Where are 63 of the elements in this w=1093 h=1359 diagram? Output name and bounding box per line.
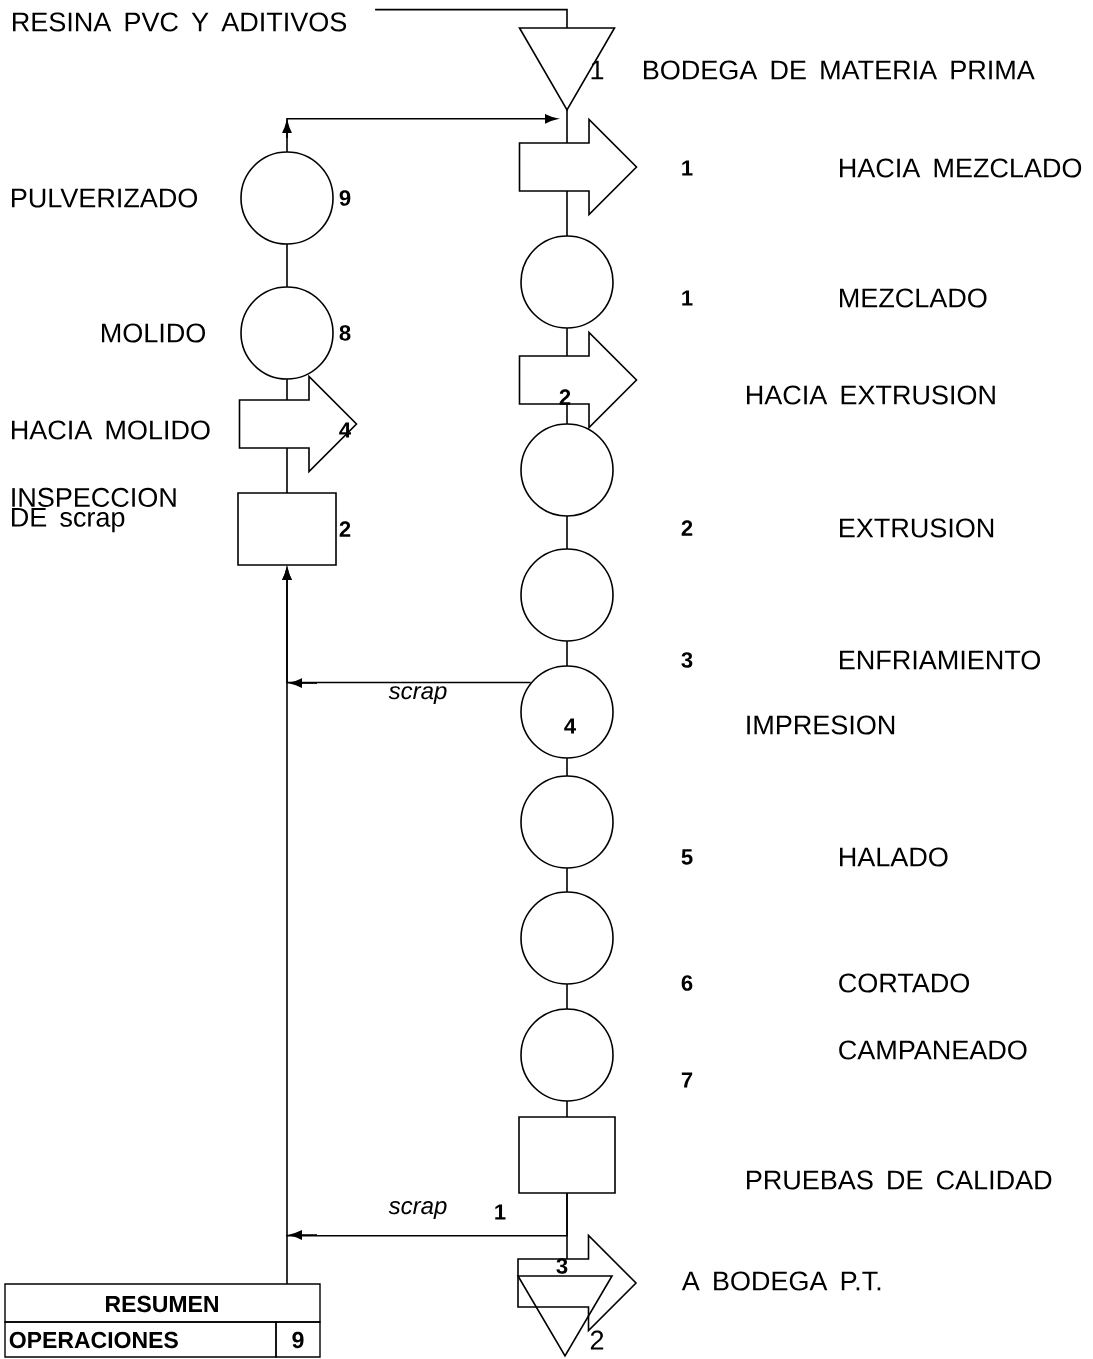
connector-line — [566, 190, 568, 237]
step-number: 8 — [339, 325, 351, 341]
step-label: ENFRIAMIENTO — [840, 650, 1041, 670]
step-label: HACIA EXTRUSION — [747, 385, 995, 405]
transport-symbol — [518, 117, 638, 217]
arrow — [282, 567, 568, 1240]
edge-label: scrap — [388, 1201, 447, 1219]
inspection-square — [237, 492, 337, 566]
connector-line — [566, 327, 568, 357]
connector-line — [566, 515, 568, 550]
input-label: RESINA PVC Y ADITIVOS — [13, 12, 347, 32]
step-number: 2 — [590, 1330, 604, 1350]
step-label: HACIA MEZCLADO — [840, 158, 1082, 178]
operation-circle — [240, 151, 334, 245]
connector-line — [566, 1192, 568, 1260]
connector-line — [286, 447, 288, 494]
edge-label: scrap — [388, 686, 447, 705]
connector-line — [374, 8, 568, 29]
step-number: 7 — [681, 1072, 693, 1088]
operation-circle — [520, 1008, 614, 1102]
step-label: MEZCLADO — [840, 288, 987, 308]
operation-circle — [520, 775, 614, 869]
operation-circle — [520, 423, 614, 517]
step-label: INSPECCION DE scrap — [12, 487, 176, 533]
connector-line — [566, 640, 568, 667]
operation-circle — [240, 286, 334, 380]
connector-line — [566, 109, 568, 144]
step-label: CAMPANEADO — [839, 1040, 1027, 1060]
step-label: CORTADO — [839, 973, 970, 993]
step-number: 6 — [681, 975, 693, 991]
connector-line — [286, 243, 288, 288]
step-label: HACIA MOLIDO — [12, 420, 210, 440]
connector-line — [566, 757, 568, 777]
operation-circle — [520, 891, 614, 985]
table-cell: 9 — [275, 1321, 321, 1358]
step-number: 2 — [339, 521, 351, 537]
step-label: IMPRESION — [747, 715, 895, 735]
connector-line — [566, 867, 568, 893]
step-number: 2 — [681, 520, 693, 536]
inspection-square — [518, 1116, 616, 1194]
step-number: 1 — [591, 60, 604, 80]
step-label: PULVERIZADO — [12, 188, 198, 208]
connector-line — [566, 1100, 568, 1118]
step-number: 1 — [682, 290, 693, 306]
step-label: EXTRUSION — [840, 518, 994, 538]
arrow — [282, 114, 558, 153]
step-number: 9 — [339, 190, 351, 206]
step-number: 1 — [682, 160, 693, 176]
step-label: PRUEBAS DE CALIDAD — [747, 1170, 1052, 1190]
table-cell: OPERACIONES — [4, 1321, 277, 1358]
connector-line — [566, 403, 568, 425]
step-number: 5 — [681, 849, 693, 865]
step-label: BODEGA DE MATERIA PRIMA — [644, 60, 1035, 80]
step-label: A BODEGA P.T. — [681, 1271, 881, 1291]
step-label: MOLIDO — [102, 323, 205, 343]
connector-line — [286, 378, 288, 401]
operation-circle — [520, 548, 614, 642]
connector-line — [566, 983, 568, 1010]
operation-circle — [520, 235, 614, 329]
step-number: 1 — [495, 1204, 506, 1220]
table-cell: RESUMEN — [4, 1283, 321, 1323]
step-number: 3 — [681, 652, 693, 668]
step-label: HALADO — [840, 847, 948, 867]
